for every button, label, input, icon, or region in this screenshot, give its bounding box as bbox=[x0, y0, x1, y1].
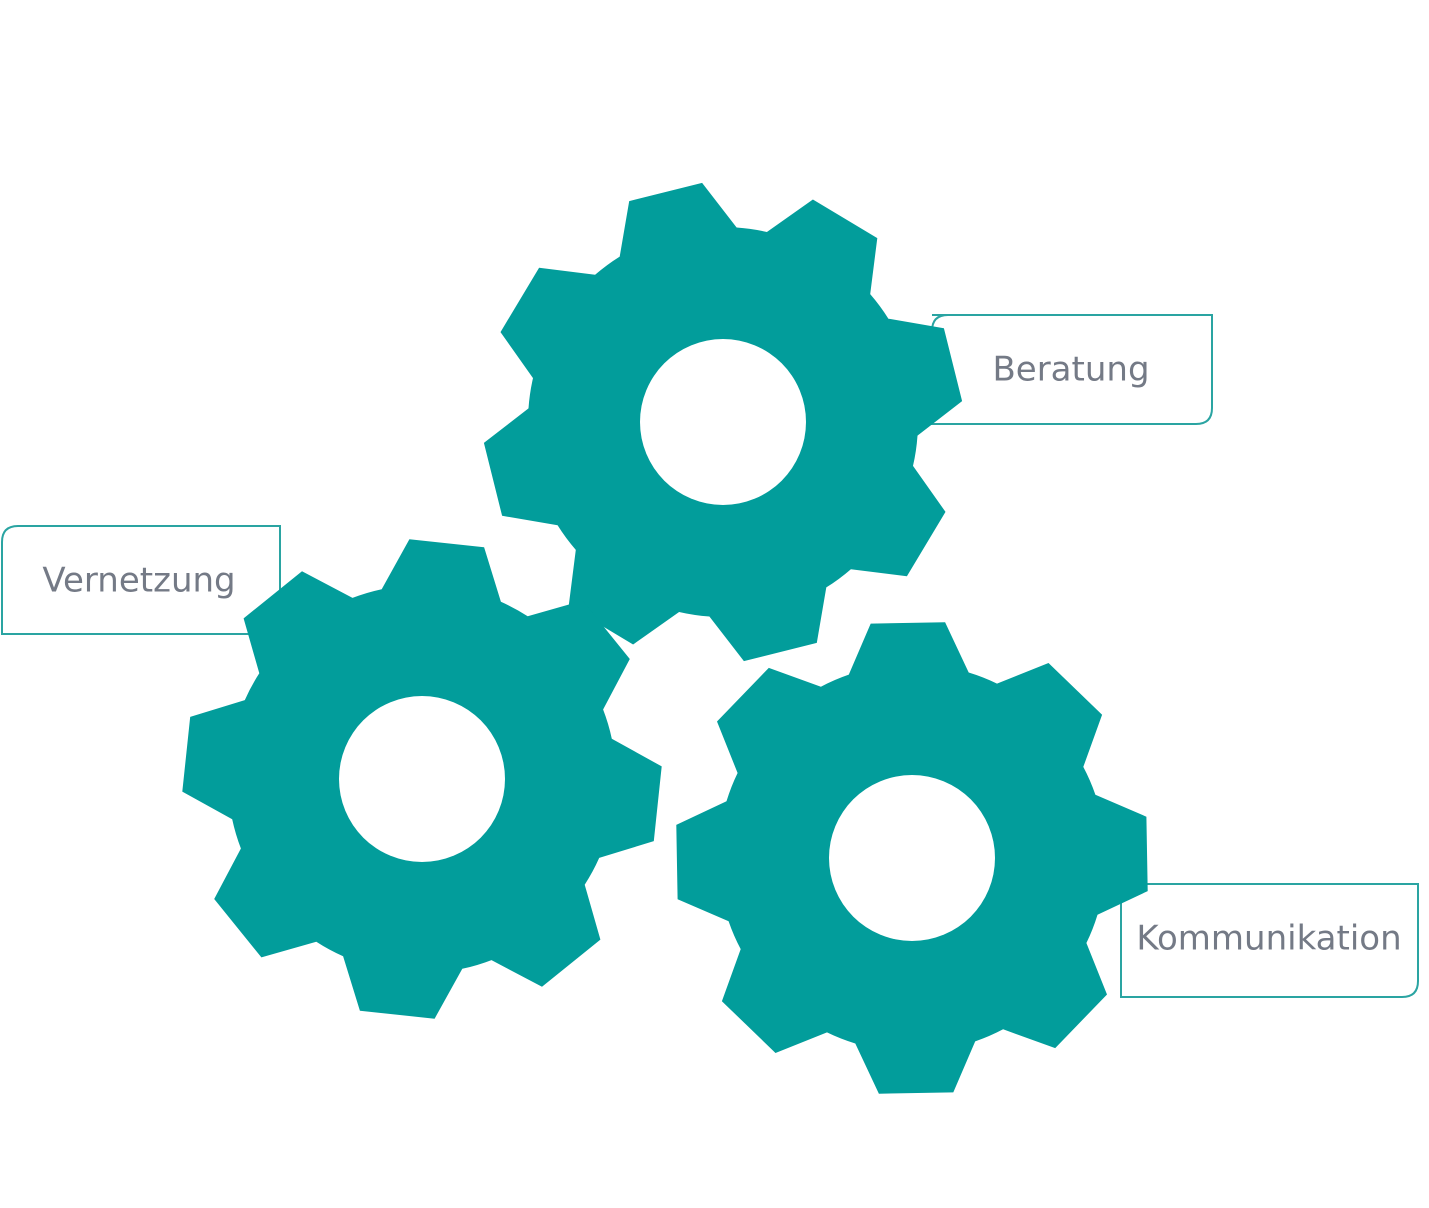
label-box-beratung: Beratung bbox=[931, 314, 1213, 425]
gear-hole bbox=[829, 775, 995, 941]
label-text-kommunikation: Kommunikation bbox=[1136, 919, 1401, 959]
label-box-vernetzung: Vernetzung bbox=[1, 525, 281, 635]
label-frame-vernetzung bbox=[1, 525, 281, 635]
gear-hole bbox=[640, 339, 806, 505]
gear-hole bbox=[339, 696, 505, 862]
label-text-beratung: Beratung bbox=[992, 350, 1149, 390]
label-text-vernetzung: Vernetzung bbox=[42, 561, 235, 601]
gear-top bbox=[483, 182, 963, 662]
gear-left bbox=[182, 539, 662, 1019]
gear-right bbox=[676, 622, 1148, 1094]
label-box-kommunikation: Kommunikation bbox=[1120, 883, 1419, 998]
label-frame-kommunikation bbox=[1120, 883, 1419, 998]
label-frame-beratung bbox=[931, 314, 1213, 425]
